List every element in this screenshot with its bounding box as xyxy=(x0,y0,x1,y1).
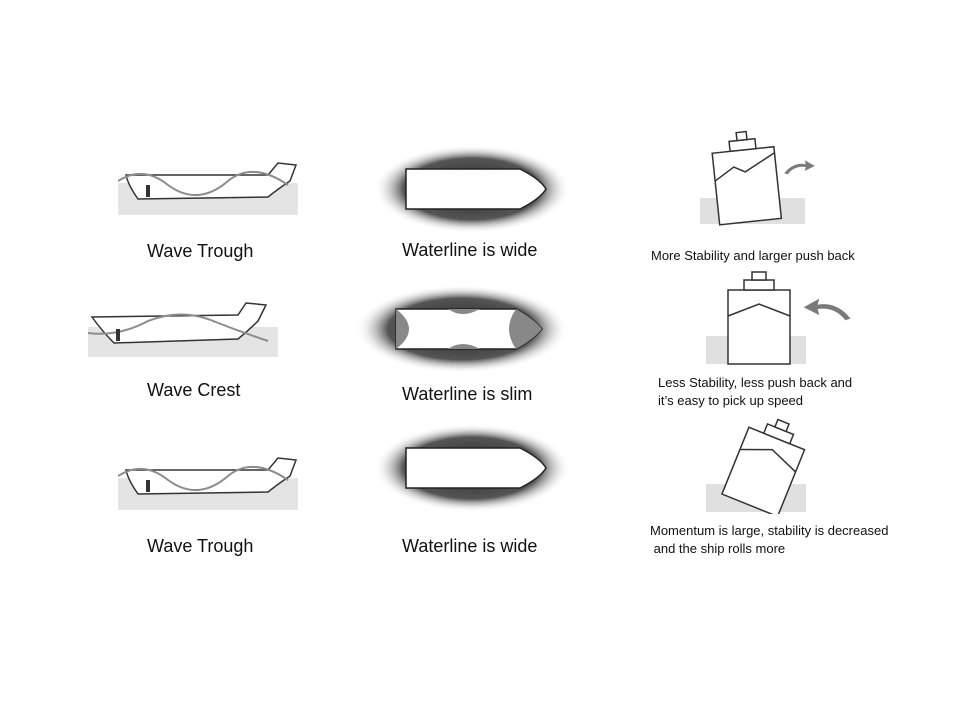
ship-waterline-plan-icon xyxy=(374,145,570,233)
waterline-label-2: Waterline is slim xyxy=(402,384,533,404)
side-view-label-2: Wave Crest xyxy=(147,380,241,400)
ship-waterline-plan-icon xyxy=(356,285,568,373)
curved-arrow-icon xyxy=(782,156,816,178)
ship-cross-section-icon xyxy=(700,130,805,226)
stability-text-2: Less Stability, less push back and it’s … xyxy=(658,374,852,410)
side-view-crest xyxy=(88,295,278,357)
stability-line-3a: Momentum is large, stability is decrease… xyxy=(650,523,889,538)
curved-arrow-icon xyxy=(802,294,854,324)
side-view-label-1: Wave Trough xyxy=(147,241,254,261)
side-view-trough-2 xyxy=(118,448,298,510)
waterline-plan-wide-1 xyxy=(372,143,572,235)
side-view-trough-1 xyxy=(118,155,298,215)
waterline-label-3: Waterline is wide xyxy=(402,536,538,556)
ship-side-profile-icon xyxy=(88,302,278,357)
ship-cross-section-icon xyxy=(706,271,806,365)
stability-line-2a: Less Stability, less push back and xyxy=(658,375,853,390)
ship-side-profile-icon xyxy=(118,162,298,215)
cross-section-2 xyxy=(706,268,866,368)
cross-section-3 xyxy=(706,412,826,514)
cross-section-1 xyxy=(700,128,830,228)
waterline-plan-slim xyxy=(352,283,572,375)
ship-cross-section-icon xyxy=(706,418,806,514)
stability-text-1: More Stability and larger push back xyxy=(651,247,855,265)
side-view-label-3: Wave Trough xyxy=(147,536,254,556)
stability-line-2b: it’s easy to pick up speed xyxy=(658,393,804,408)
stability-line-1a: More Stability and larger push back xyxy=(651,248,855,263)
ship-side-profile-icon xyxy=(118,457,298,510)
stability-line-3b: and the ship rolls more xyxy=(650,541,786,556)
ship-waterline-plan-icon xyxy=(374,424,570,512)
stability-text-3: Momentum is large, stability is decrease… xyxy=(650,522,888,558)
waterline-label-1: Waterline is wide xyxy=(402,240,538,260)
waterline-plan-wide-2 xyxy=(372,422,572,514)
